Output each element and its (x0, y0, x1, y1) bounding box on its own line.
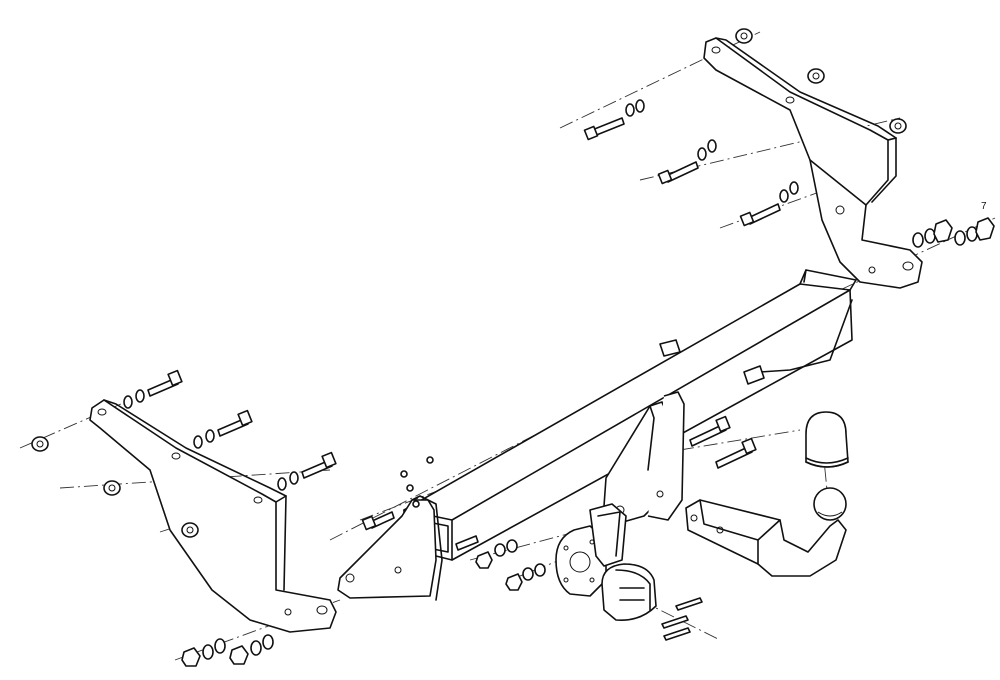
bolt (583, 117, 625, 141)
washer (135, 389, 145, 403)
crossbar-tube (403, 269, 857, 561)
bolt (689, 415, 731, 447)
spacer-sleeve (103, 480, 121, 496)
washer (966, 226, 978, 242)
bolt (657, 161, 699, 185)
small-nut (406, 484, 414, 492)
spacer-sleeve (889, 118, 907, 134)
center-mount-plate (603, 391, 685, 525)
washer (924, 228, 936, 244)
bolt (217, 409, 253, 437)
washer (202, 644, 214, 660)
bolt (455, 535, 479, 551)
washer (214, 638, 226, 654)
screw (675, 597, 703, 611)
washer (262, 634, 274, 650)
washer (123, 395, 133, 409)
washer (779, 189, 789, 203)
nut (229, 645, 249, 665)
small-nut (426, 456, 434, 464)
washer (789, 181, 799, 195)
washer (494, 543, 506, 557)
part-callout: 7 (981, 201, 987, 212)
electrical-socket (601, 563, 657, 622)
washer (506, 539, 518, 553)
screw (661, 615, 689, 629)
left-center-plate (337, 495, 443, 601)
washer (534, 563, 546, 577)
washer (277, 477, 287, 491)
bolt (301, 451, 337, 479)
washer (625, 103, 635, 117)
bolt (361, 511, 395, 531)
small-nut (412, 500, 420, 508)
tube-stud (659, 339, 681, 357)
spacer-sleeve (807, 68, 825, 84)
socket-bracket (555, 503, 627, 597)
tow-ball-neck (685, 499, 847, 577)
nut (975, 217, 995, 241)
ball-cover (805, 411, 849, 468)
nut (933, 219, 953, 243)
washer (954, 230, 966, 246)
tow-ball (813, 487, 847, 521)
spacer-sleeve (181, 522, 199, 538)
washer (205, 429, 215, 443)
washer (912, 232, 924, 248)
bolt (715, 437, 757, 469)
nut (181, 647, 201, 667)
washer (250, 640, 262, 656)
nut (475, 551, 493, 569)
bolt (739, 203, 781, 227)
screw (663, 627, 691, 641)
tube-stud (743, 365, 765, 385)
spacer-sleeve (31, 436, 49, 452)
washer (522, 567, 534, 581)
washer (635, 99, 645, 113)
nut (505, 573, 523, 591)
washer (289, 471, 299, 485)
small-nut (400, 470, 408, 478)
washer (707, 139, 717, 153)
bolt (147, 369, 183, 397)
right-side-bracket (703, 37, 923, 289)
washer (193, 435, 203, 449)
spacer-sleeve (735, 28, 753, 44)
left-side-bracket (89, 399, 337, 633)
washer (697, 147, 707, 161)
